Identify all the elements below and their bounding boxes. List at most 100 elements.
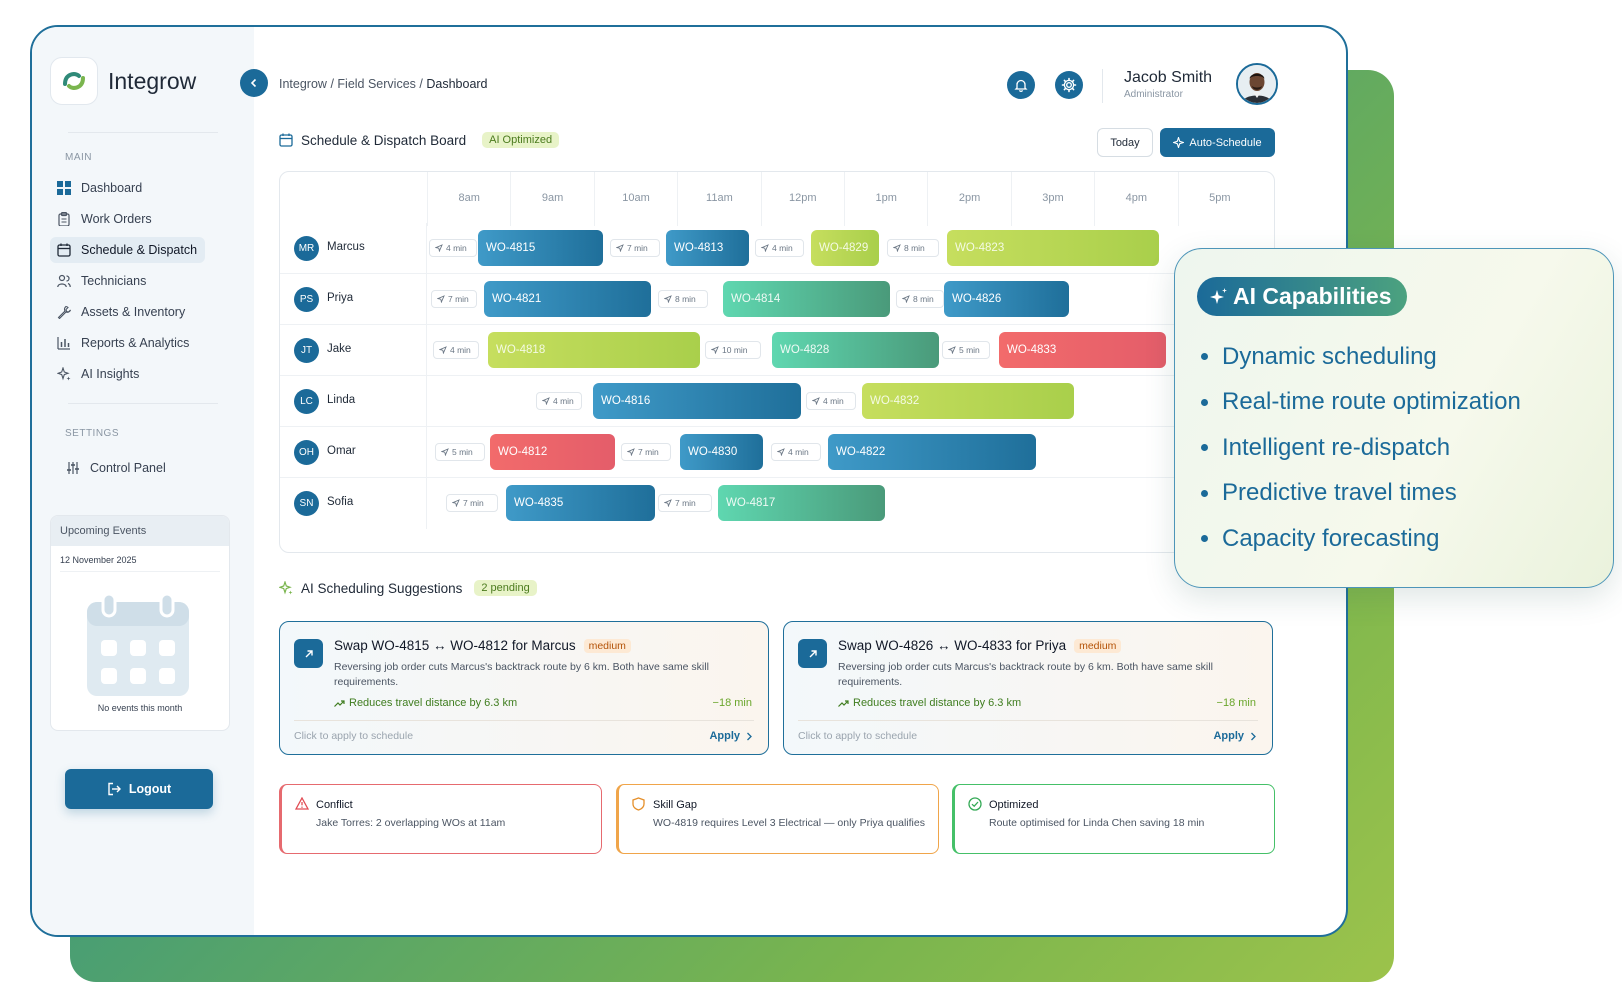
travel-time-chip: 5 min <box>435 443 485 461</box>
work-order-block[interactable]: WO-4823 <box>947 230 1159 266</box>
settings-button[interactable] <box>1055 71 1083 99</box>
suggestions-title-row: AI Scheduling Suggestions 2 pending <box>279 580 537 596</box>
breadcrumb-integrow[interactable]: Integrow <box>279 77 327 91</box>
work-order-block[interactable]: WO-4815 <box>478 230 603 266</box>
sidebar-item-label: Work Orders <box>81 212 152 226</box>
work-order-block[interactable]: WO-4821 <box>484 281 651 317</box>
work-order-block[interactable]: WO-4826 <box>944 281 1069 317</box>
ai-capabilities-badge: AI Capabilities <box>1197 277 1408 316</box>
technician-avatar[interactable]: PS <box>294 287 319 312</box>
technician-name[interactable]: Jake <box>327 343 352 355</box>
chevron-right-icon <box>1251 732 1256 740</box>
suggestion-description: Reversing job order cuts Marcus's backtr… <box>838 661 1213 688</box>
technician-name[interactable]: Omar <box>327 445 356 457</box>
travel-time-chip: 4 min <box>806 392 856 410</box>
users-icon <box>57 274 71 288</box>
sidebar-item-ai-insights[interactable]: AI Insights <box>50 361 238 387</box>
sidebar-item-label: Technicians <box>81 274 147 288</box>
section-label-settings: SETTINGS <box>65 428 120 439</box>
chevron-left-icon <box>250 78 257 88</box>
collapse-sidebar-button[interactable] <box>240 69 268 97</box>
work-order-block[interactable]: WO-4817 <box>718 485 885 521</box>
technician-avatar[interactable]: JT <box>294 338 319 363</box>
technician-name[interactable]: Linda <box>327 394 356 406</box>
work-order-block[interactable]: WO-4814 <box>723 281 890 317</box>
navigation-icon <box>664 499 672 507</box>
suggestion-description: Reversing job order cuts Marcus's backtr… <box>334 661 709 688</box>
work-order-block[interactable]: WO-4835 <box>506 485 655 521</box>
travel-time-label: 5 min <box>452 447 473 457</box>
notifications-button[interactable] <box>1007 71 1035 99</box>
travel-time-chip: 8 min <box>896 290 944 308</box>
sidebar-item-control-panel[interactable]: Control Panel <box>50 455 238 481</box>
sidebar-item-assets-inventory[interactable]: Assets & Inventory <box>50 299 238 325</box>
apply-button[interactable]: Apply <box>1213 730 1256 742</box>
technician-name[interactable]: Sofia <box>327 496 354 508</box>
breadcrumb-field-services[interactable]: Field Services <box>337 77 416 91</box>
skill-gap-alert[interactable]: Skill Gap WO-4819 requires Level 3 Elect… <box>616 784 939 854</box>
work-order-block[interactable]: WO-4830 <box>680 434 763 470</box>
work-order-block[interactable]: WO-4816 <box>593 383 801 419</box>
alert-title: Optimized <box>989 799 1039 811</box>
sidebar-item-dashboard[interactable]: Dashboard <box>50 175 238 201</box>
header-divider <box>1102 69 1103 103</box>
brand[interactable]: Integrow <box>50 57 196 105</box>
chevron-right-icon <box>747 732 752 740</box>
technician-name[interactable]: Marcus <box>327 241 365 253</box>
technician-avatar[interactable]: OH <box>294 440 319 465</box>
technician-avatar[interactable]: MR <box>294 236 319 261</box>
work-order-block[interactable]: WO-4833 <box>999 332 1166 368</box>
technician-avatar[interactable]: LC <box>294 389 319 414</box>
row-separator <box>426 223 427 274</box>
suggestion-card[interactable]: Swap WO-4815 ↔ WO-4812 for Marcus medium… <box>279 621 769 755</box>
travel-time-label: 4 min <box>553 396 574 406</box>
calendar-icon <box>279 133 293 147</box>
capability-text: Predictive travel times <box>1222 479 1457 507</box>
alert-title: Conflict <box>316 799 353 811</box>
apply-hint: Click to apply to schedule <box>294 730 414 742</box>
events-date: 12 November 2025 <box>60 555 137 565</box>
sidebar-item-work-orders[interactable]: Work Orders <box>50 206 238 232</box>
travel-time-label: 4 min <box>450 345 471 355</box>
logout-label: Logout <box>128 782 172 796</box>
work-order-block[interactable]: WO-4818 <box>488 332 700 368</box>
suggestion-card[interactable]: Swap WO-4826 ↔ WO-4833 for Priya medium … <box>783 621 1273 755</box>
navigation-icon <box>812 397 820 405</box>
app-window: Integrow MAIN Dashboard Work Orders Sche… <box>30 25 1348 937</box>
logout-button[interactable]: Logout <box>65 769 213 809</box>
work-order-block[interactable]: WO-4822 <box>828 434 1036 470</box>
sidebar-item-label: Schedule & Dispatch <box>81 243 198 257</box>
card-divider <box>798 720 1258 721</box>
work-order-block[interactable]: WO-4828 <box>772 332 939 368</box>
calendar-icon <box>57 243 71 257</box>
avatar[interactable] <box>1236 63 1278 105</box>
sidebar-item-reports-analytics[interactable]: Reports & Analytics <box>50 330 238 356</box>
sidebar-item-technicians[interactable]: Technicians <box>50 268 238 294</box>
today-button[interactable]: Today <box>1097 128 1153 157</box>
sidebar-divider <box>68 403 218 404</box>
benefit-text: Reduces travel distance by 6.3 km <box>349 697 518 709</box>
travel-time-label: 7 min <box>627 243 648 253</box>
technician-avatar[interactable]: SN <box>294 491 319 516</box>
apply-button[interactable]: Apply <box>709 730 752 742</box>
navigation-icon <box>893 244 901 252</box>
auto-schedule-button[interactable]: Auto-Schedule <box>1160 128 1275 157</box>
navigation-icon <box>711 346 719 354</box>
technician-name[interactable]: Priya <box>327 292 354 304</box>
suggestion-title-row: Swap WO-4826 ↔ WO-4833 for Priya medium <box>838 638 1122 653</box>
conflict-alert[interactable]: Conflict Jake Torres: 2 overlapping WOs … <box>279 784 602 854</box>
optimized-alert[interactable]: Optimized Route optimised for Linda Chen… <box>952 784 1275 854</box>
work-order-block[interactable]: WO-4813 <box>666 230 749 266</box>
list-item: Predictive travel times <box>1201 471 1521 517</box>
work-order-block[interactable]: WO-4812 <box>490 434 615 470</box>
trending-up-icon <box>334 699 345 707</box>
work-order-block[interactable]: WO-4829 <box>811 230 879 266</box>
sidebar-item-schedule-dispatch[interactable]: Schedule & Dispatch <box>50 237 205 263</box>
travel-time-label: 7 min <box>448 294 469 304</box>
work-order-block[interactable]: WO-4832 <box>862 383 1074 419</box>
sliders-icon <box>67 462 79 474</box>
